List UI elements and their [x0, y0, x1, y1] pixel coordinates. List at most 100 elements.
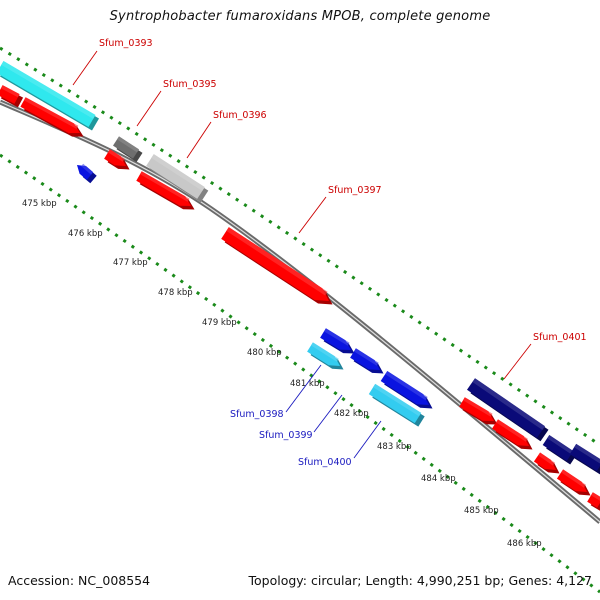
accession-value: NC_008554 — [78, 573, 151, 588]
gene-red-c-body — [104, 149, 126, 166]
gene-red-i — [587, 492, 600, 511]
gene-red-a — [0, 85, 24, 108]
gene-red-h — [556, 469, 591, 496]
gene-sfum-0395 — [113, 136, 143, 163]
gene-navy-c-highlight — [574, 443, 600, 464]
gene-sfum-0397-highlight — [226, 227, 328, 296]
sfum-0397-label: Sfum_0397 — [328, 185, 382, 196]
gene-red-b — [20, 97, 84, 137]
gene-red-d-highlight — [140, 171, 190, 202]
gene-red-a-highlight — [0, 85, 20, 98]
accession-info: Accession:NC_008554 — [8, 573, 150, 588]
gene-sfum-0399-highlight — [354, 348, 379, 366]
gene-navy-b-body — [542, 435, 574, 461]
sfum-0395-leader — [136, 90, 162, 127]
gene-sfum-0399-body — [350, 348, 380, 370]
gene-labels-layer: Sfum_0393Sfum_0395Sfum_0396Sfum_0397Sfum… — [72, 38, 587, 468]
gene-sfum-0401-highlight — [472, 378, 545, 430]
gene-red-g-highlight — [538, 452, 555, 466]
gene-blue-a-body — [77, 165, 94, 180]
gene-red-f-highlight — [496, 419, 528, 442]
gene-sfum-0400 — [368, 383, 425, 427]
topology-value: circular; — [311, 573, 362, 588]
gene-navy-b-highlight — [547, 435, 574, 455]
gene-red-f-body — [492, 419, 529, 446]
scale-label-486: 486 kbp — [507, 539, 542, 549]
gene-navy-c — [569, 443, 600, 475]
scale-label-477: 477 kbp — [113, 258, 148, 268]
gene-red-c — [104, 149, 130, 170]
gene-sfum-0398-highlight — [311, 342, 339, 362]
outer-tick-ring — [0, 46, 600, 447]
gene-red-i-highlight — [591, 492, 600, 501]
sfum-0395-label: Sfum_0395 — [163, 79, 217, 90]
scale-label-478: 478 kbp — [158, 288, 193, 298]
inner-tick-ring — [0, 153, 600, 594]
sfum-0401-leader — [503, 343, 532, 380]
gene-sfum-0396 — [146, 154, 209, 203]
genes-value: 4,127 — [556, 573, 592, 588]
gene-sfum-0398 — [307, 342, 344, 370]
accession-label: Accession: — [8, 573, 75, 588]
gene-blue-b-highlight — [324, 328, 350, 346]
gene-sfum-0400-body — [368, 383, 422, 424]
gene-sfum-0396-highlight — [151, 154, 205, 191]
scale-label-476: 476 kbp — [68, 229, 103, 239]
sfum-0396-leader — [186, 121, 212, 159]
gene-sfum-0396-body — [146, 154, 205, 199]
gene-blue-b — [320, 328, 355, 354]
gene-red-e-highlight — [463, 397, 493, 417]
gene-blue-a — [77, 163, 97, 184]
scale-label-483: 483 kbp — [377, 442, 412, 452]
sfum-0393-label: Sfum_0393 — [99, 38, 153, 49]
sfum-0396-label: Sfum_0396 — [213, 110, 267, 121]
sfum-0393-leader — [72, 50, 98, 86]
gene-red-h-body — [556, 469, 587, 492]
gene-sfum-0398-body — [307, 342, 340, 366]
gene-sfum-0395-highlight — [117, 136, 139, 153]
gene-red-d — [136, 171, 195, 210]
length-label: Length: — [365, 573, 413, 588]
gene-blue-c-body — [380, 371, 429, 405]
gene-navy-b — [542, 435, 577, 465]
gene-blue-c-highlight — [385, 371, 428, 401]
gene-red-g — [533, 452, 560, 474]
gene-sfum-0401 — [467, 378, 549, 442]
genes-layer — [0, 61, 600, 511]
sfum-0401-label: Sfum_0401 — [533, 332, 587, 343]
gene-sfum-0400-highlight — [373, 383, 422, 417]
sfum-0399-leader — [313, 394, 343, 433]
gene-red-e — [459, 397, 498, 425]
scale-label-479: 479 kbp — [202, 318, 237, 328]
gene-sfum-0397 — [221, 227, 333, 305]
gene-red-h-highlight — [561, 469, 586, 488]
gene-red-e-body — [459, 397, 494, 421]
gene-red-c-highlight — [108, 149, 125, 162]
gene-red-b-highlight — [23, 97, 79, 129]
gene-blue-a-highlight — [81, 163, 94, 175]
scale-label-485: 485 kbp — [464, 506, 499, 516]
gene-navy-c-body — [569, 443, 600, 472]
gene-red-g-body — [533, 452, 556, 470]
gene-sfum-0401-body — [467, 378, 545, 438]
genes-label: Genes: — [508, 573, 553, 588]
gene-sfum-0395-body — [113, 136, 139, 159]
sfum-0400-leader — [353, 420, 382, 459]
gene-red-f — [492, 419, 533, 450]
gene-sfum-0393 — [0, 61, 99, 131]
scale-label-484: 484 kbp — [421, 474, 456, 484]
gene-blue-c — [380, 371, 433, 409]
sfum-0399-label: Sfum_0399 — [259, 430, 313, 441]
sfum-0400-label: Sfum_0400 — [298, 457, 352, 468]
length-value: 4,990,251 bp; — [416, 573, 505, 588]
gene-blue-b-body — [320, 328, 351, 350]
tick-marks-layer — [0, 46, 600, 594]
sfum-0398-leader — [285, 364, 322, 413]
map-title: Syntrophobacter fumaroxidans MPOB, compl… — [109, 9, 491, 24]
gene-sfum-0393-highlight — [1, 61, 96, 119]
sfum-0397-leader — [298, 196, 327, 234]
gene-sfum-0399 — [350, 348, 384, 374]
